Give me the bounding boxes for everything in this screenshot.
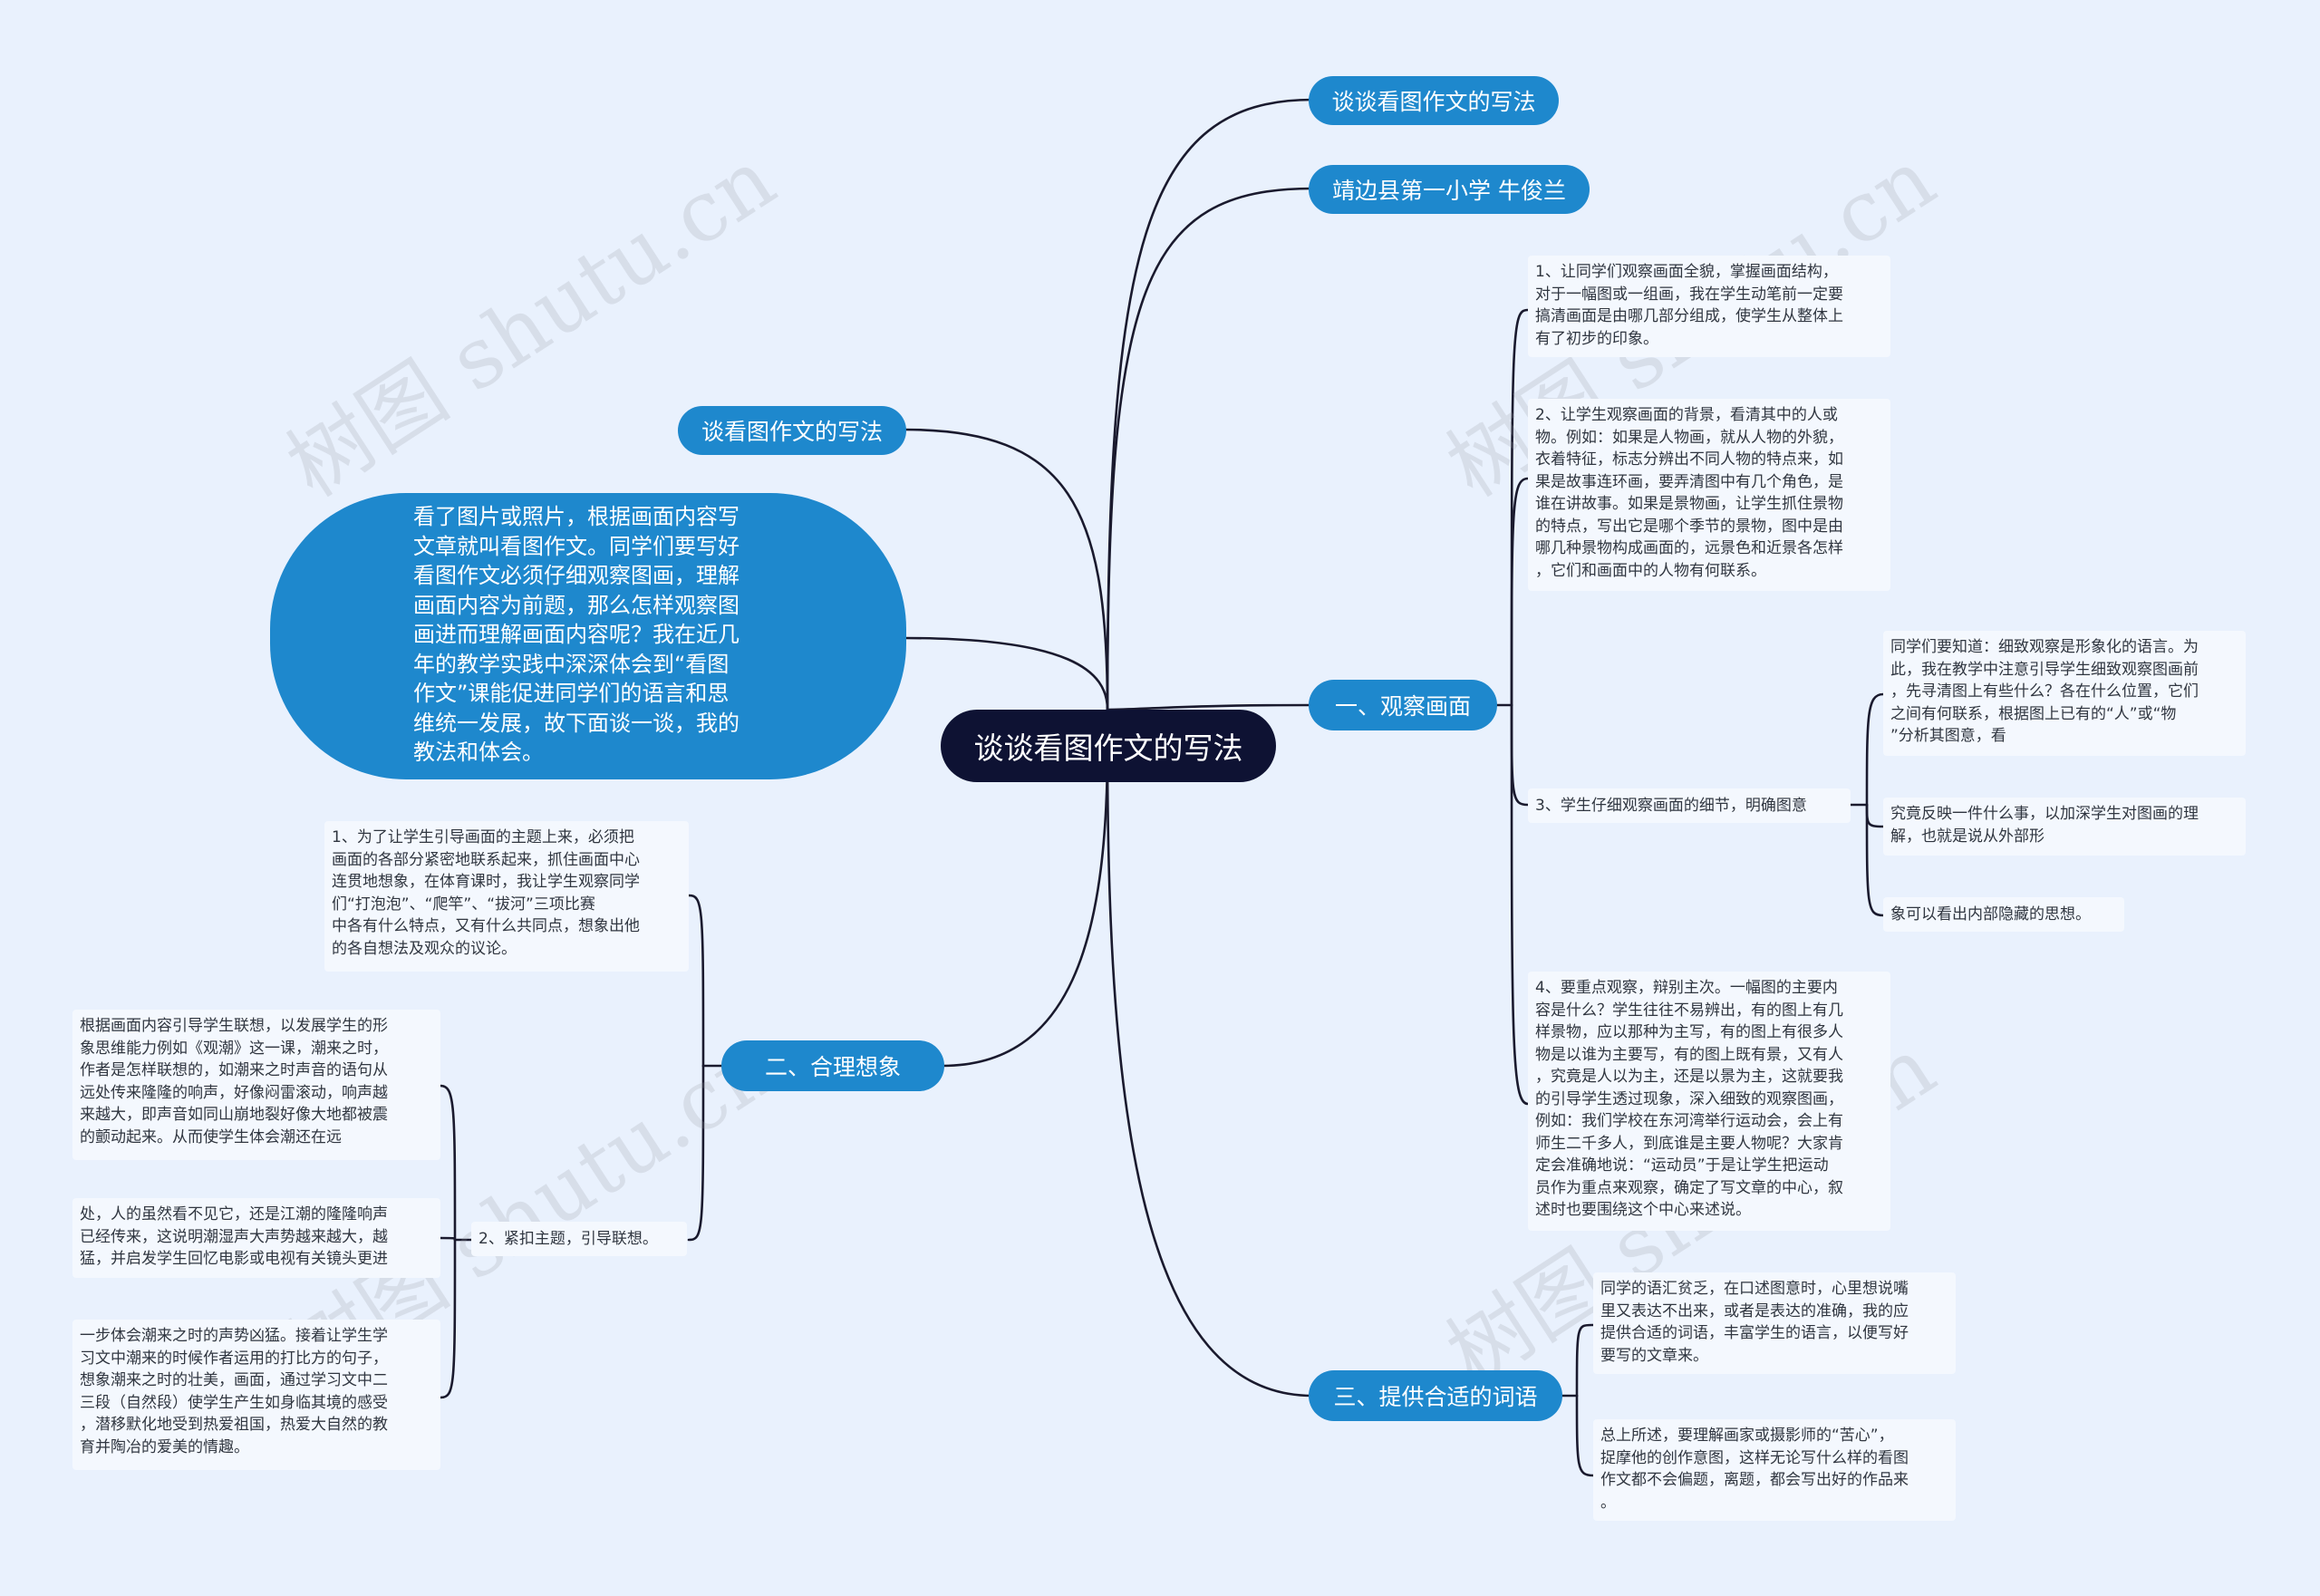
imagine-branch[interactable]: 二、合理想象 <box>721 1040 944 1091</box>
link-root-title <box>1106 98 1314 711</box>
observe-branch[interactable]: 一、观察画面 <box>1309 680 1497 730</box>
imagine-detail-1[interactable]: 根据画面内容引导学生联想，以发展学生的形 象思维能力例如《观潮》这一课，潮来之时… <box>72 1010 440 1160</box>
observe-item-1[interactable]: 1、让同学们观察画面全貌，掌握画面结构， 对于一幅图或一组画，我在学生动笔前一定… <box>1528 256 1890 357</box>
imagine-detail-2[interactable]: 处，人的虽然看不见它，还是江潮的隆隆响声 已经传来，这说明潮湿声大声势越来越大，… <box>72 1198 440 1278</box>
words-item-2[interactable]: 总上所述，要理解画家或摄影师的“苦心”， 捉摩他的创作意图，这样无论写什么样的看… <box>1593 1419 1956 1521</box>
title-node[interactable]: 谈谈看图作文的写法 <box>1309 76 1559 125</box>
link-root-intro <box>903 636 1109 711</box>
detail-item-3[interactable]: 象可以看出内部隐藏的思想。 <box>1883 897 2124 932</box>
words-branch[interactable]: 三、提供合适的词语 <box>1309 1370 1562 1421</box>
link-root-words <box>1106 744 1314 1398</box>
intro-bubble[interactable]: 看了图片或照片，根据画面内容写 文章就叫看图作文。同学们要写好 看图作文必须仔细… <box>270 493 906 779</box>
imagine-item-1[interactable]: 1、为了让学生引导画面的主题上来，必须把 画面的各部分紧密地联系起来，抓住画面中… <box>324 821 689 972</box>
detail-item-2[interactable]: 究竟反映一件什么事，以加深学生对图画的理 解，也就是说从外部形 <box>1883 798 2246 856</box>
words-item-1[interactable]: 同学的语汇贫乏，在口述图意时，心里想说嘴 里又表达不出来，或者是表达的准确，我的… <box>1593 1272 1956 1374</box>
observe-item-3[interactable]: 3、学生仔细观察画面的细节，明确图意 <box>1528 788 1851 823</box>
link-root-imagine <box>941 744 1109 1068</box>
imagine-item-2[interactable]: 2、紧扣主题，引导联想。 <box>471 1222 687 1256</box>
observe-item-2[interactable]: 2、让学生观察画面的背景，看清其中的人或 物。例如：如果是人物画，就从人物的外貌… <box>1528 399 1890 591</box>
link-root-observe <box>1106 703 1314 711</box>
imagine-detail-3[interactable]: 一步体会潮来之时的声势凶猛。接着让学生学 习文中潮来的时候作者运用的打比方的句子… <box>72 1320 440 1470</box>
author-node[interactable]: 靖边县第一小学 牛俊兰 <box>1309 165 1590 214</box>
observe-item-4[interactable]: 4、要重点观察，辩别主次。一幅图的主要内 容是什么？学生往往不易辨出，有的图上有… <box>1528 972 1890 1231</box>
link-root-author <box>1106 187 1314 711</box>
root-topic[interactable]: 谈谈看图作文的写法 <box>941 710 1276 782</box>
detail-item-1[interactable]: 同学们要知道：细致观察是形象化的语言。为 此，我在教学中注意引导学生细致观察图画… <box>1883 631 2246 756</box>
link-root-talk <box>903 428 1109 711</box>
talk-node[interactable]: 谈看图作文的写法 <box>678 406 906 455</box>
